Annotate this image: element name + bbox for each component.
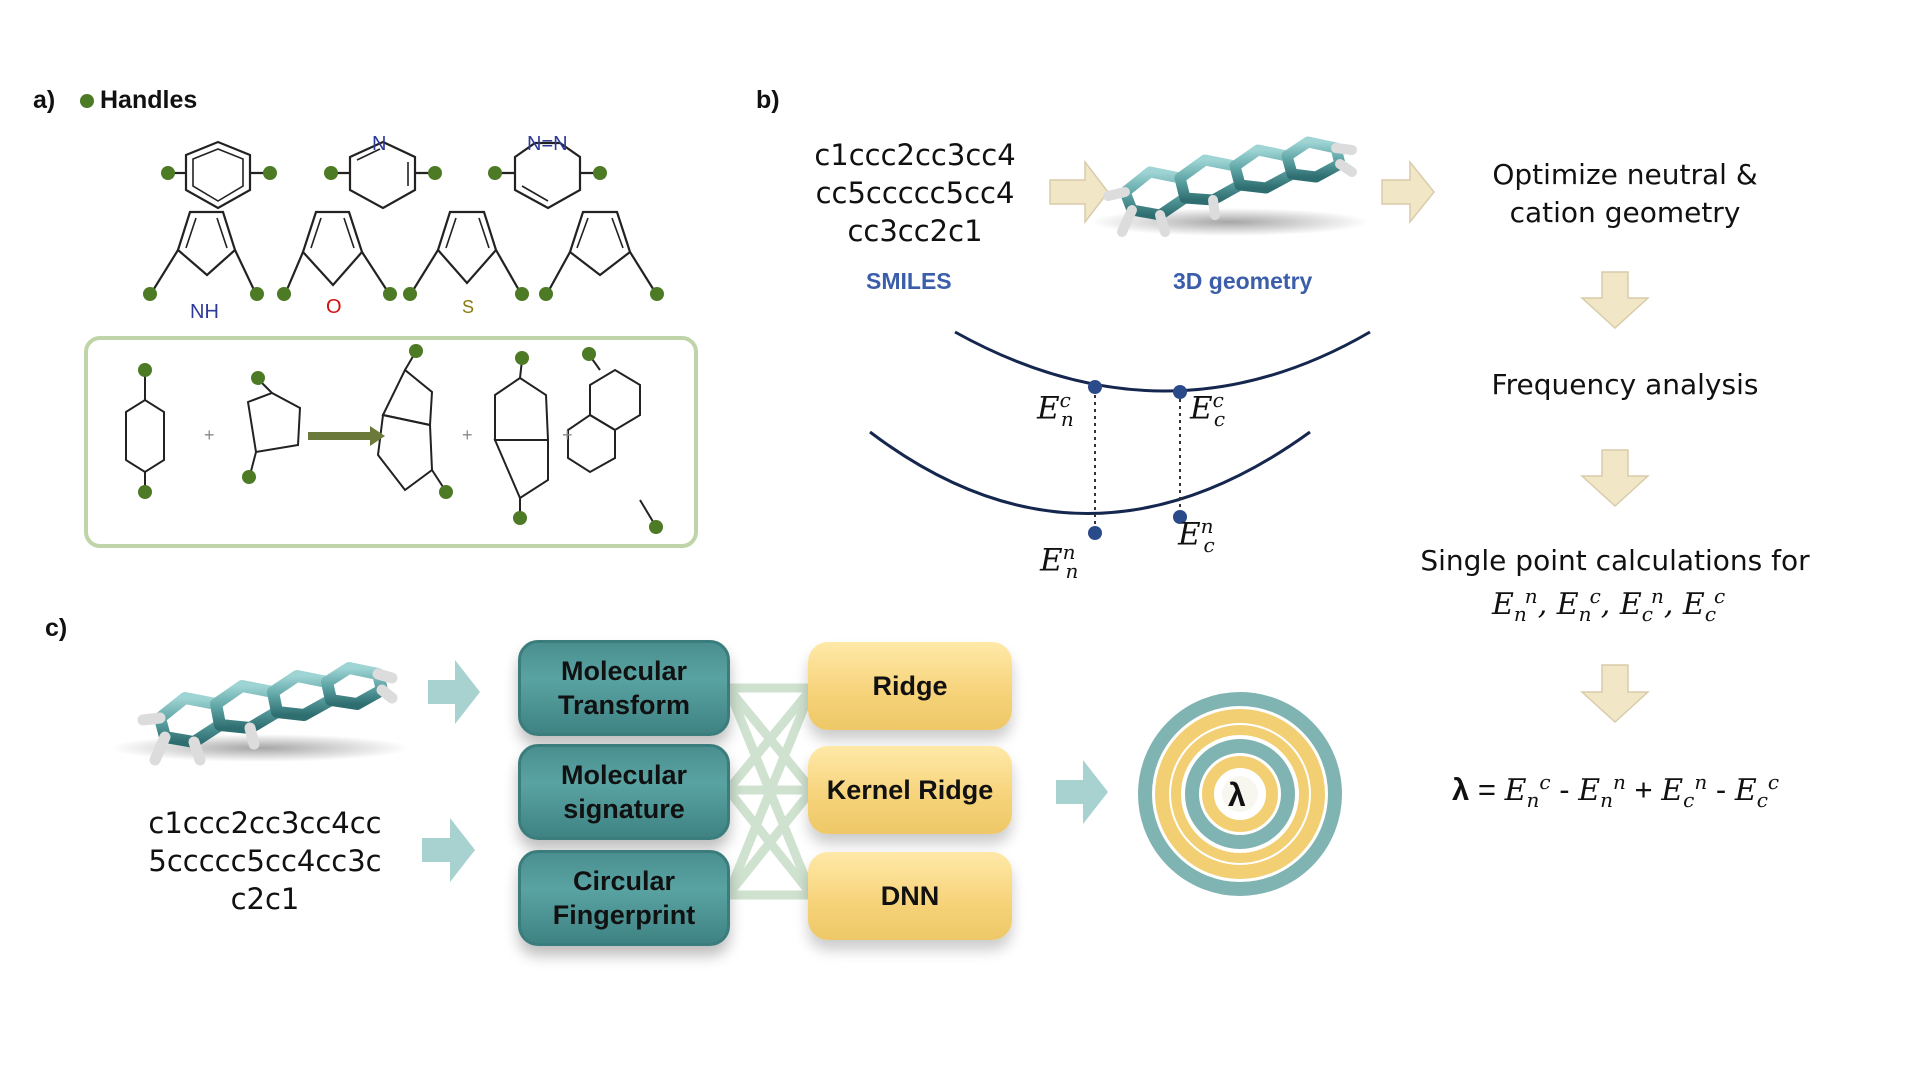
thiophene-s-label: S xyxy=(462,297,474,317)
arrow-models-to-target xyxy=(1056,760,1108,824)
thiophene-ring xyxy=(436,210,498,285)
arrow-down-1 xyxy=(1580,271,1650,330)
furan-o-label: O xyxy=(326,296,342,318)
smiles-line: c2c1 xyxy=(230,882,300,916)
pyridine-n-label: N xyxy=(372,133,386,155)
cation-curve xyxy=(954,330,1371,393)
panel-b-label: b) xyxy=(756,86,780,114)
panel-c-label: c) xyxy=(45,614,68,642)
plus-sign-1: + xyxy=(204,425,215,445)
point-Ec-n xyxy=(1173,510,1187,524)
model-kernel-ridge: Kernel Ridge xyxy=(808,746,1012,834)
smiles-line: c1ccc2cc3cc4 xyxy=(814,138,1016,172)
reaction-arrow xyxy=(308,426,385,446)
feature-model-connections xyxy=(723,683,817,900)
point-En-c xyxy=(1088,380,1102,394)
panel-a-label: a) xyxy=(33,86,56,114)
energy-label-Ec-n: Enc xyxy=(1178,514,1215,557)
furan-ring xyxy=(301,210,364,287)
step-optimize: Optimize neutral & cation geometry xyxy=(1460,156,1790,232)
smiles-line: cc3cc2c1 xyxy=(847,214,983,248)
molecule-building-blocks: N N=N NH O S + + + xyxy=(84,133,698,548)
energy-label-Ec-c: Ecc xyxy=(1190,388,1226,431)
pyridazine-n-label: N=N xyxy=(527,133,568,155)
plus-sign-2: + xyxy=(462,425,473,445)
smiles-text-c: c1ccc2cc3cc4cc 5ccccc5cc4cc3c c2c1 xyxy=(130,804,400,918)
point-Ec-c xyxy=(1173,385,1187,399)
model-ridge: Ridge xyxy=(808,642,1012,730)
molecule-3d-c xyxy=(110,662,410,766)
step-optimize-line: cation geometry xyxy=(1509,196,1741,229)
arrow-down-2 xyxy=(1580,449,1650,508)
cyclopentadiene-ring xyxy=(568,210,632,277)
molecule-3d-b xyxy=(1090,136,1370,237)
pyrrole-nh-label: NH xyxy=(190,301,219,323)
neutral-curve xyxy=(869,430,1311,515)
fusion-example-box xyxy=(84,336,698,548)
point-En-n xyxy=(1088,526,1102,540)
single-point-terms: Enn, Enc, Ecn, Ecc xyxy=(1492,584,1726,626)
step-optimize-line: Optimize neutral & xyxy=(1492,158,1758,191)
smiles-line: c1ccc2cc3cc4cc xyxy=(148,806,382,840)
smiles-line: 5ccccc5cc4cc3c xyxy=(148,844,382,878)
lambda-target xyxy=(1138,692,1342,896)
plus-sign-3: + xyxy=(562,425,573,445)
pyrrole-ring xyxy=(176,210,237,277)
energy-label-En-c: Ecn xyxy=(1037,388,1074,431)
step-single-point: Single point calculations for xyxy=(1420,544,1810,577)
energy-label-En-n: Enn xyxy=(1040,540,1079,583)
smiles-text-b: c1ccc2cc3cc4 cc5ccccc5cc4 cc3cc2c1 xyxy=(795,136,1035,250)
model-dnn: DNN xyxy=(808,852,1012,940)
handle-legend-dot xyxy=(80,94,94,108)
smiles-label: SMILES xyxy=(866,268,952,294)
arrow-smiles-to-features xyxy=(422,818,475,882)
arrow-down-3 xyxy=(1580,664,1650,724)
arrow-smiles-to-3d xyxy=(1049,159,1109,225)
benzene-ring xyxy=(184,140,252,210)
step-frequency: Frequency analysis xyxy=(1491,368,1759,401)
handles-legend-label: Handles xyxy=(100,86,198,114)
lambda-formula: λ = Enc - Enn + Ecn - Ecc xyxy=(1452,770,1780,812)
handle-dots xyxy=(143,166,664,301)
smiles-line: cc5ccccc5cc4 xyxy=(815,176,1015,210)
lambda-target-symbol: λ xyxy=(1228,777,1246,813)
pyridine-ring xyxy=(348,140,417,210)
arrow-geom-to-features xyxy=(428,660,480,724)
geometry-label: 3D geometry xyxy=(1173,268,1313,294)
arrow-3d-to-optimize xyxy=(1381,159,1435,225)
